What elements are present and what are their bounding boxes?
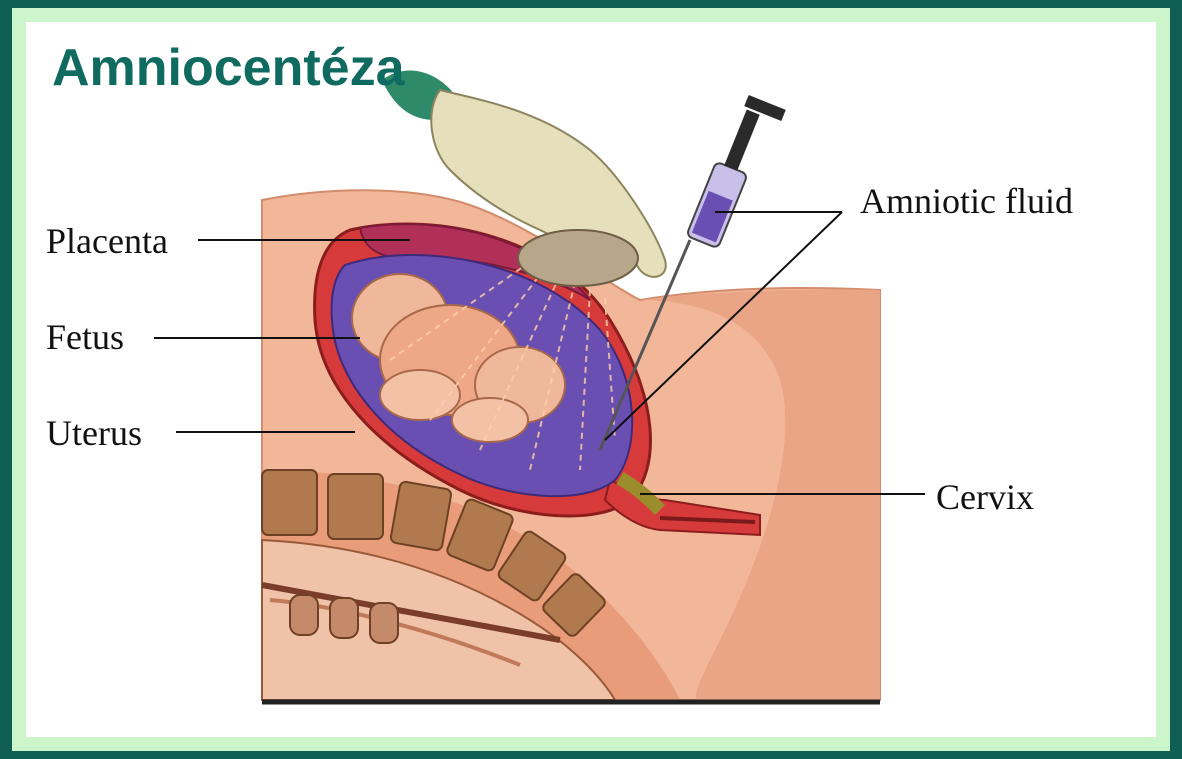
label-placenta: Placenta <box>46 220 168 262</box>
label-fetus: Fetus <box>46 316 124 358</box>
label-amniotic-fluid: Amniotic fluid <box>860 180 1073 222</box>
label-cervix: Cervix <box>936 476 1034 518</box>
slide-title: Amniocentéza <box>52 38 405 98</box>
label-uterus: Uterus <box>46 412 142 454</box>
